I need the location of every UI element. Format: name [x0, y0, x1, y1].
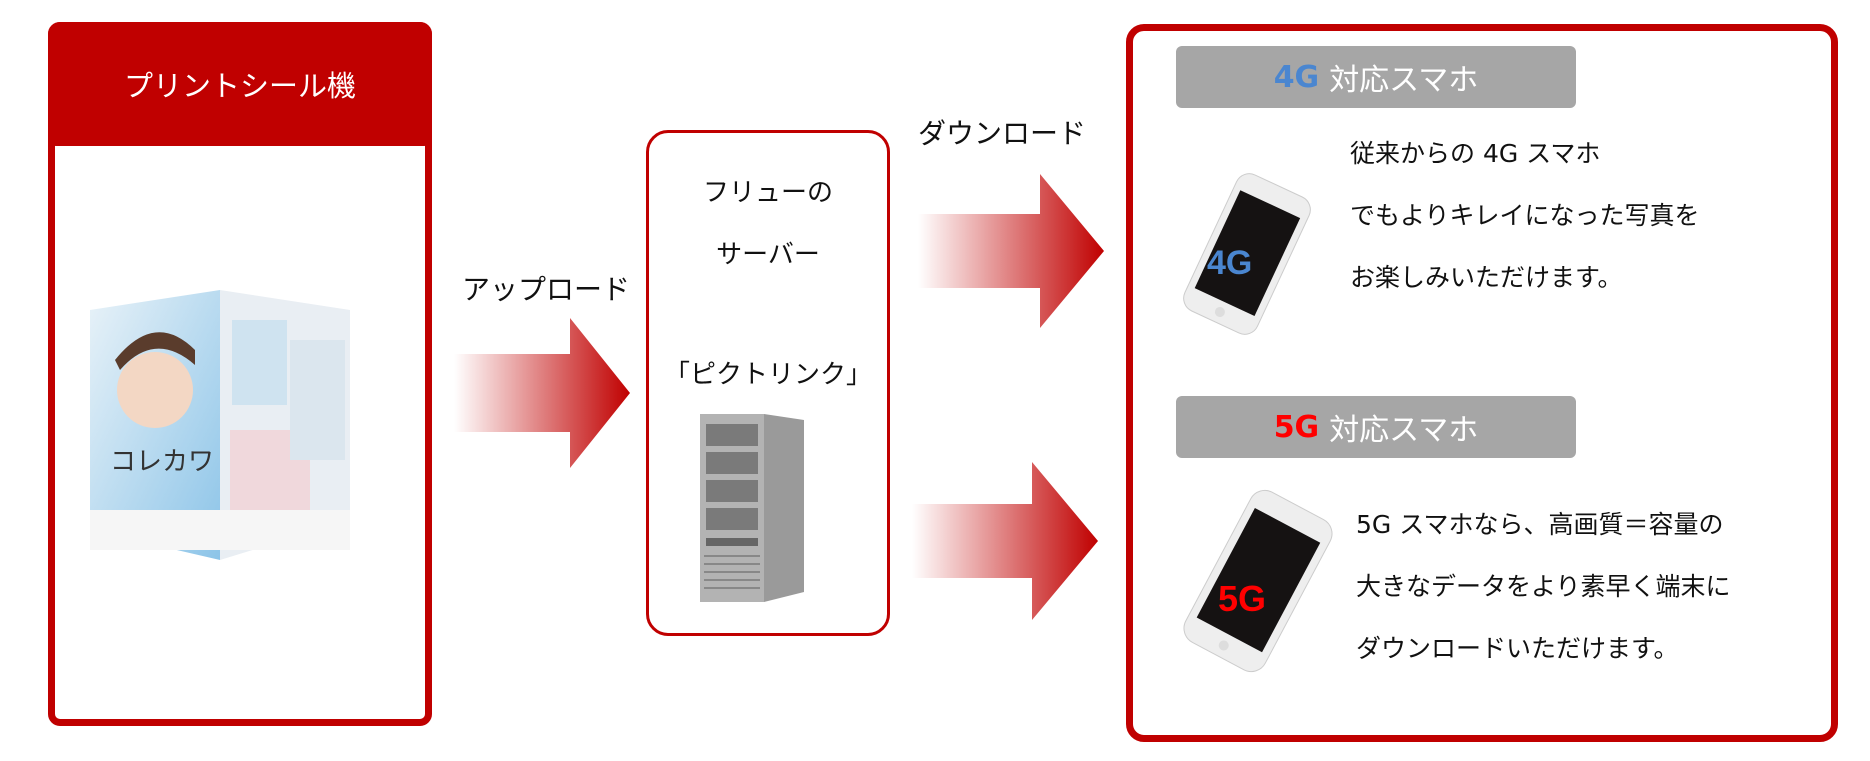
download-label: ダウンロード — [918, 117, 1087, 150]
5g-desc-line: 5G スマホなら、高画質＝容量の — [1356, 510, 1724, 539]
heading-suffix: 対応スマホ — [1329, 63, 1479, 98]
server-company: フリューの — [702, 178, 833, 208]
smartphone-4g-icon: 4G — [1162, 164, 1332, 344]
machine-logo: コレカワ — [110, 447, 214, 477]
phone-5g-text: 5G — [1218, 578, 1266, 619]
4g-phone-heading: 4G 対応スマホ — [1176, 46, 1576, 108]
5g-label: 5G — [1273, 409, 1320, 445]
server-icon — [700, 414, 804, 602]
4g-desc-line: 従来からの 4G スマホ — [1350, 139, 1601, 168]
download-arrow-5g — [912, 462, 1098, 620]
smartphone-5g-icon: 5G — [1168, 486, 1338, 676]
smartphone-panel — [1126, 24, 1838, 742]
4g-label: 4G — [1273, 59, 1320, 95]
download-arrow-4g — [918, 174, 1104, 328]
4g-desc-line: お楽しみいただけます。 — [1350, 263, 1623, 292]
upload-label: アップロード — [462, 273, 631, 306]
4g-desc-line: でもよりキレイになった写真を — [1350, 201, 1700, 230]
5g-desc-line: 大きなデータをより素早く端末に — [1356, 572, 1731, 601]
heading-suffix: 対応スマホ — [1329, 413, 1479, 448]
server-service-name: 「ピクトリンク」 — [663, 360, 872, 390]
server-label: サーバー — [716, 240, 820, 270]
print-sticker-machine-image: コレカワ — [90, 280, 410, 580]
print-machine-title: プリントシール機 — [48, 22, 432, 146]
phone-4g-text: 4G — [1207, 244, 1252, 282]
5g-phone-heading: 5G 対応スマホ — [1176, 396, 1576, 458]
server-panel — [646, 130, 890, 636]
upload-arrow — [454, 318, 630, 468]
5g-desc-line: ダウンロードいただけます。 — [1356, 634, 1679, 663]
